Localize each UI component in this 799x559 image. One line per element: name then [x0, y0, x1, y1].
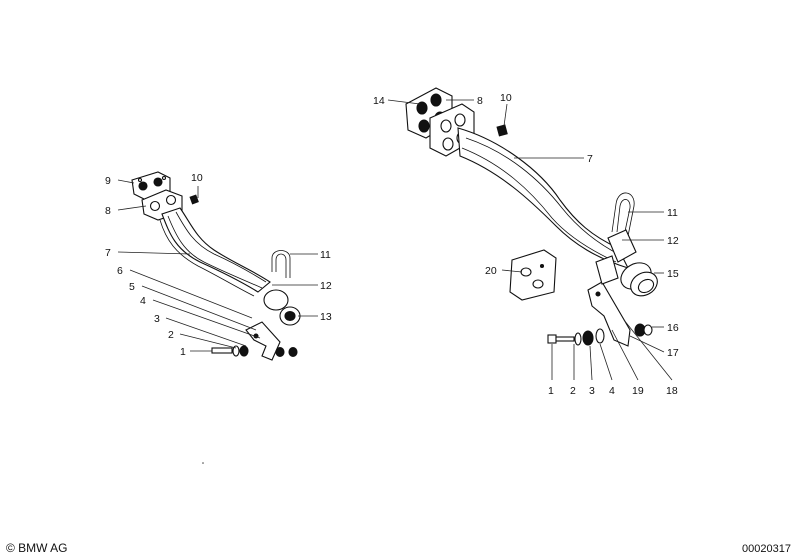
clamp-right-12: [607, 229, 658, 297]
callout-right-11: 11: [667, 207, 678, 219]
callout-left-11: 11: [320, 249, 331, 261]
exhaust-pipe-right-7: [457, 127, 630, 269]
callout-left-9: 9: [105, 175, 111, 187]
clamp-left-12: [263, 289, 301, 326]
u-bolt-left-11: [271, 250, 291, 278]
callout-right-2: 2: [570, 385, 576, 397]
left-callouts: 9 10 8 7 11 6 12 5 4 13 3 2 1: [105, 172, 332, 358]
callout-right-8: 8: [477, 95, 483, 107]
bolt-right-10: [496, 124, 508, 137]
right-callouts: 14 8 10 7 11 12 20 15 16 17 1 2 3 4 19 1…: [373, 92, 679, 397]
callout-right-12: 12: [667, 235, 679, 247]
callout-right-4: 4: [609, 385, 615, 397]
right-assembly-drawing: [405, 87, 658, 347]
bolt-left-10: [189, 194, 199, 205]
callout-right-18: 18: [666, 385, 678, 397]
callout-right-20: 20: [485, 265, 497, 277]
callout-left-10: 10: [191, 172, 203, 184]
fasteners-right-1-4: [547, 328, 605, 346]
callout-left-4: 4: [140, 295, 146, 307]
callout-left-7: 7: [105, 247, 111, 259]
speck: [202, 462, 204, 464]
callout-right-10: 10: [500, 92, 512, 104]
callout-right-7: 7: [587, 153, 593, 165]
callout-left-5: 5: [129, 281, 135, 293]
bracket-right-18: [587, 255, 631, 347]
callout-right-17: 17: [667, 347, 679, 359]
callout-left-3: 3: [154, 313, 160, 325]
fasteners-left-1-3: [211, 345, 298, 358]
callout-right-3: 3: [589, 385, 595, 397]
bracket-right-20: [509, 249, 557, 301]
exhaust-pipe-left-7: [159, 207, 271, 297]
callout-left-12: 12: [320, 280, 332, 292]
callout-right-1: 1: [548, 385, 554, 397]
left-assembly-drawing: [131, 171, 301, 361]
callout-right-14: 14: [373, 95, 385, 107]
u-bolt-right-11: [611, 192, 635, 237]
callout-left-8: 8: [105, 205, 111, 217]
callout-left-2: 2: [168, 329, 174, 341]
copyright-label: © BMW AG: [6, 541, 68, 555]
callout-right-15: 15: [667, 268, 679, 280]
callout-left-6: 6: [117, 265, 123, 277]
callout-right-19: 19: [632, 385, 644, 397]
callout-left-1: 1: [180, 346, 186, 358]
callout-right-16: 16: [667, 322, 679, 334]
diagram-number-label: 00020317: [742, 543, 791, 555]
nut-right-16: [634, 323, 653, 337]
callout-left-13: 13: [320, 311, 332, 323]
